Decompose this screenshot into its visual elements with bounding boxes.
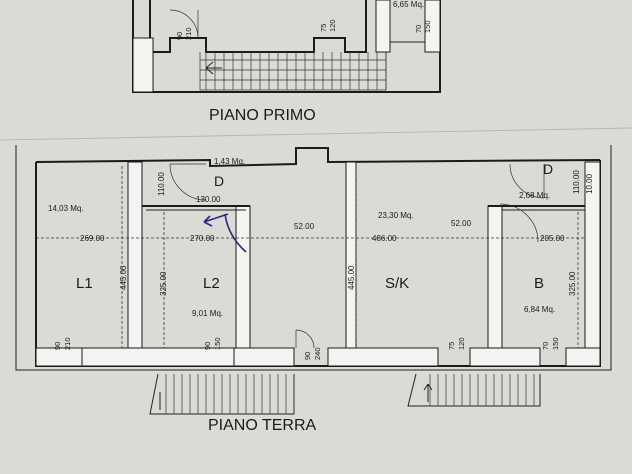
room-sk-name: S/K bbox=[385, 275, 409, 292]
bottom-wall-4 bbox=[327, 347, 439, 367]
wall-passage-sk bbox=[345, 161, 357, 349]
dim-height-left: 445.00 bbox=[119, 265, 128, 290]
wall-l1-l2 bbox=[127, 161, 143, 349]
dim-height-mid: 445.00 bbox=[347, 265, 356, 290]
bottom-wall-6 bbox=[565, 347, 601, 367]
ground-stairs-right bbox=[407, 373, 541, 407]
ground-stairs-left-treads bbox=[165, 374, 295, 414]
room-l1-name: L1 bbox=[76, 275, 93, 292]
opening-4-height: 120 bbox=[457, 337, 466, 350]
upper-window-height: 120 bbox=[328, 19, 337, 32]
upper-floor-title: PIANO PRIMO bbox=[209, 107, 316, 124]
opening-5-height: 150 bbox=[551, 337, 560, 350]
room-l2-name: L2 bbox=[203, 275, 220, 292]
room-b-area: 6,84 Mq. bbox=[524, 305, 555, 314]
dim-b-height: 325.00 bbox=[568, 271, 577, 296]
dim-sk-width: 486.00 bbox=[372, 234, 397, 243]
dim-d-left-width: 130.00 bbox=[196, 195, 221, 204]
upper-room-area: 6,65 Mq. bbox=[393, 0, 424, 9]
dim-d-right-height-2: 10.00 bbox=[585, 173, 594, 194]
ground-outer-border bbox=[15, 145, 612, 371]
room-d-right-area: 2,68 Mq. bbox=[519, 191, 550, 200]
dim-l1-width: 269.00 bbox=[80, 234, 105, 243]
wall-l2-right bbox=[235, 205, 251, 349]
ground-stairs-right-treads bbox=[429, 374, 535, 406]
dim-passage-2: 52.00 bbox=[451, 219, 472, 228]
dim-l2-width: 270.00 bbox=[190, 234, 215, 243]
upper-wall-block-1 bbox=[132, 37, 154, 93]
wall-sk-b bbox=[487, 205, 503, 349]
paper-fold-line bbox=[0, 127, 632, 141]
opening-5-width: 70 bbox=[541, 342, 550, 350]
handwritten-arrow bbox=[203, 213, 247, 253]
bottom-wall-5 bbox=[469, 347, 541, 367]
opening-2-height: 150 bbox=[213, 337, 222, 350]
room-l2-area: 9,01 Mq. bbox=[192, 309, 223, 318]
opening-4-width: 75 bbox=[447, 342, 456, 350]
opening-1-width: 90 bbox=[53, 342, 62, 350]
upper-wall-block-3 bbox=[424, 0, 441, 53]
room-sk-area: 23,30 Mq. bbox=[378, 211, 414, 220]
room-l1-area: 14,03 Mq. bbox=[48, 204, 84, 213]
opening-1-height: 210 bbox=[63, 337, 72, 350]
upper-floor-plan: 6,65 Mq. 90 210 75 120 70 150 PIANO PRIM… bbox=[132, 0, 441, 124]
room-d-left-name: D bbox=[214, 173, 224, 189]
dim-d-right-height-1: 110.00 bbox=[572, 170, 581, 194]
room-d-left-area: 1,43 Mq. bbox=[214, 157, 245, 166]
room-b-name: B bbox=[534, 275, 544, 292]
dim-d-left-height: 110.00 bbox=[157, 172, 166, 196]
upper-stair-treads bbox=[205, 52, 387, 90]
upper-wall-block-2 bbox=[375, 0, 391, 53]
upper-door-height: 210 bbox=[184, 27, 193, 40]
dim-b-width: 205.00 bbox=[540, 234, 565, 243]
opening-3-height: 240 bbox=[313, 347, 322, 360]
upper-window-width: 75 bbox=[319, 24, 328, 32]
ground-floor-plan: 269.00 270.00 52.00 486.00 52.00 205.00 … bbox=[15, 145, 612, 434]
room-d-right-name: D bbox=[543, 161, 553, 177]
ground-floor-title: PIANO TERRA bbox=[208, 417, 317, 434]
dim-passage-1: 52.00 bbox=[294, 222, 315, 231]
opening-2-width: 90 bbox=[203, 342, 212, 350]
opening-3-width: 90 bbox=[303, 352, 312, 360]
upper-window2-width: 70 bbox=[414, 25, 423, 33]
upper-door-width: 90 bbox=[175, 32, 184, 40]
dim-l2-height: 325.00 bbox=[159, 271, 168, 296]
upper-window2-height: 150 bbox=[423, 20, 432, 33]
bottom-wall-3 bbox=[233, 347, 295, 367]
